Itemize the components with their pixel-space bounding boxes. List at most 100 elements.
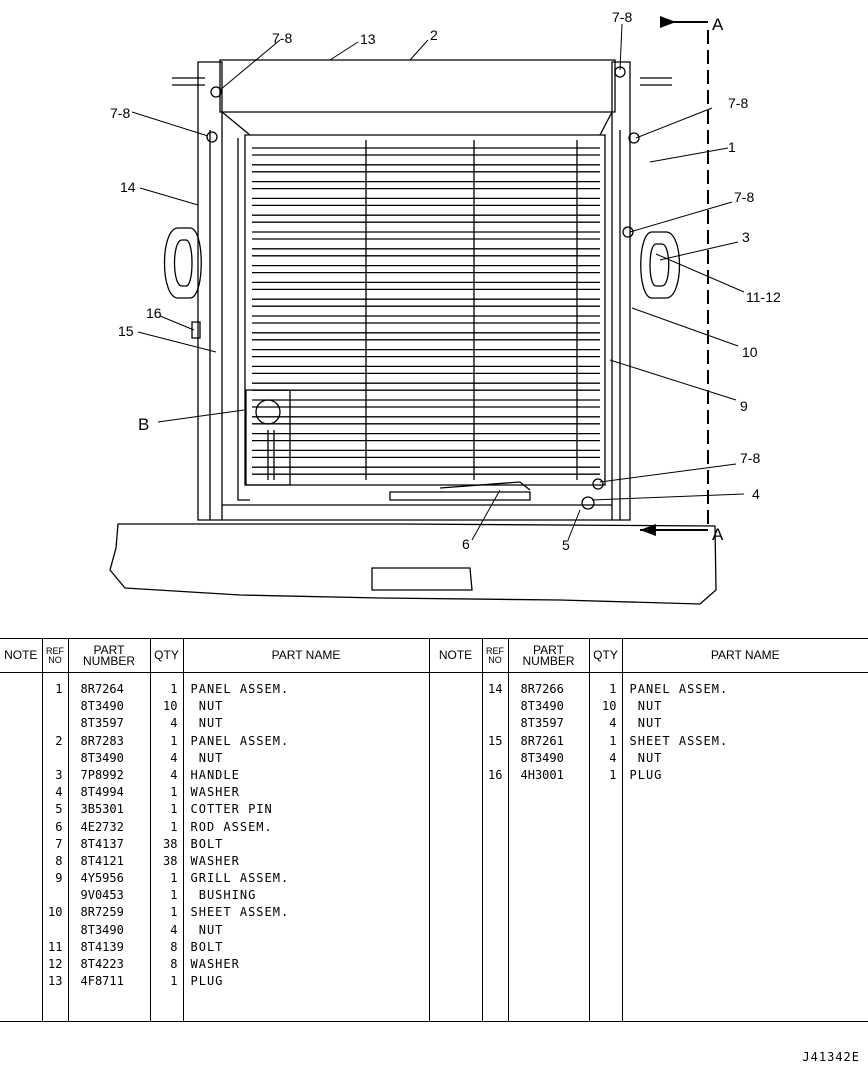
table-cell-name: PLUG <box>629 767 663 782</box>
table-cell-qty: 4 <box>170 750 178 765</box>
table-cell-ref: 5 <box>55 802 63 817</box>
callout: 13 <box>360 31 376 47</box>
table-cell-ref: 9 <box>55 871 63 886</box>
washer <box>581 496 595 510</box>
table-cell-name: PANEL ASSEM. <box>190 733 290 748</box>
callout: 5 <box>562 537 570 553</box>
table-cell-ref <box>43 922 68 939</box>
callout: 7-8 <box>740 450 760 466</box>
header-part-number: PART NUMBER <box>507 638 589 673</box>
table-cell-part: 8T3490 <box>80 699 124 714</box>
table-cell-ref <box>483 698 508 715</box>
rod-assembly <box>389 481 531 501</box>
callout: 9 <box>740 398 748 414</box>
table-cell-name: NUT <box>629 750 663 765</box>
table-cell-qty: 4 <box>609 716 617 731</box>
base-outline <box>109 523 717 605</box>
callout: 7-8 <box>272 30 292 46</box>
header-part-name: PART NAME <box>621 638 868 673</box>
table-cell-ref: 7 <box>55 836 63 851</box>
callout: 3 <box>742 229 750 245</box>
section-arrow-top <box>660 16 676 28</box>
table-cell-qty: 1 <box>609 682 617 696</box>
bolt <box>592 478 604 490</box>
header-part-name: PART NAME <box>182 638 429 673</box>
table-cell-name: NUT <box>190 922 224 937</box>
table-cell-name: NUT <box>190 750 224 765</box>
exploded-view-drawing: 7-8 13 2 7-8 A 7-8 7-8 1 14 7-8 3 11-12 … <box>109 9 781 605</box>
leader-lines <box>131 23 745 541</box>
right-side-panel <box>611 61 631 521</box>
table-cell-name: BOLT <box>190 836 224 851</box>
bolt <box>622 226 634 238</box>
table-cell-part: 8T3490 <box>520 750 564 765</box>
callout: 7-8 <box>612 9 632 25</box>
right-handle-inner <box>649 243 670 287</box>
table-cell-ref <box>43 715 68 732</box>
table-cell-qty: 4 <box>609 750 617 765</box>
grill-supports <box>365 140 578 480</box>
table-cell-ref: 4 <box>55 785 63 800</box>
table-cell-ref: 1 <box>55 682 63 696</box>
left-handle-inner <box>173 239 193 287</box>
right-handle <box>640 231 681 299</box>
table-cell-name: PANEL ASSEM. <box>190 682 290 696</box>
table-cell-ref: 16 <box>488 767 503 782</box>
table-cell-part: 4F8711 <box>80 974 124 989</box>
table-cell-qty: 1 <box>170 785 178 800</box>
table-cell-part: 7P8992 <box>80 767 124 782</box>
table-cell-ref: 2 <box>55 733 63 748</box>
table-cell-qty: 4 <box>170 767 178 782</box>
base-cutout <box>371 567 473 591</box>
table-cell-name: BOLT <box>190 939 224 954</box>
table-cell-name: COTTER PIN <box>190 802 273 817</box>
callout: 14 <box>120 179 136 195</box>
table-cell-part: 8T3490 <box>520 699 564 714</box>
table-cell-name: PLUG <box>190 974 224 989</box>
top-panel <box>219 59 616 113</box>
plug <box>191 321 201 339</box>
section-arrow-bottom <box>640 524 656 536</box>
table-cell-part: 3B5301 <box>80 802 124 817</box>
callout: 7-8 <box>728 95 748 111</box>
table-cell-qty: 1 <box>170 905 178 920</box>
table-cell-ref <box>483 715 508 732</box>
table-cell-qty: 1 <box>170 871 178 886</box>
table-cell-part: 8T4121 <box>80 853 124 868</box>
table-cell-ref: 12 <box>48 957 63 971</box>
table-cell-name: HANDLE <box>190 767 240 782</box>
callout: 6 <box>462 536 470 552</box>
table-cell-part: 4Y5956 <box>80 871 124 886</box>
table-cell-qty: 1 <box>170 819 178 834</box>
table-cell-part: 8T4137 <box>80 836 124 851</box>
table-cell-ref: 3 <box>55 767 63 782</box>
table-cell-ref: 15 <box>488 733 503 748</box>
table-cell-part: 8T4139 <box>80 939 124 954</box>
header-qty: QTY <box>588 638 622 673</box>
table-cell-qty: 10 <box>602 699 617 714</box>
table-cell-qty: 38 <box>163 853 178 868</box>
header-note: NOTE <box>428 638 482 673</box>
grill-side-rail <box>237 138 250 501</box>
table-cell-ref <box>43 750 68 767</box>
table-cell-name: PANEL ASSEM. <box>629 682 729 696</box>
left-handle <box>163 227 202 299</box>
table-cell-name: WASHER <box>190 785 240 800</box>
table-cell-qty: 10 <box>163 699 178 714</box>
table-cell-part: 8R7266 <box>520 682 564 696</box>
table-cell-part: 8T3490 <box>80 922 124 937</box>
table-cell-part: 8T4994 <box>80 785 124 800</box>
left-note-column <box>0 672 42 1022</box>
table-cell-ref: 13 <box>48 974 63 989</box>
header-qty: QTY <box>149 638 183 673</box>
table-cell-qty: 4 <box>170 922 178 937</box>
grill-outline <box>244 134 606 486</box>
section-label: A <box>712 15 724 34</box>
table-cell-qty: 1 <box>170 682 178 696</box>
bolt <box>206 131 218 143</box>
bracket-slot <box>267 430 275 480</box>
